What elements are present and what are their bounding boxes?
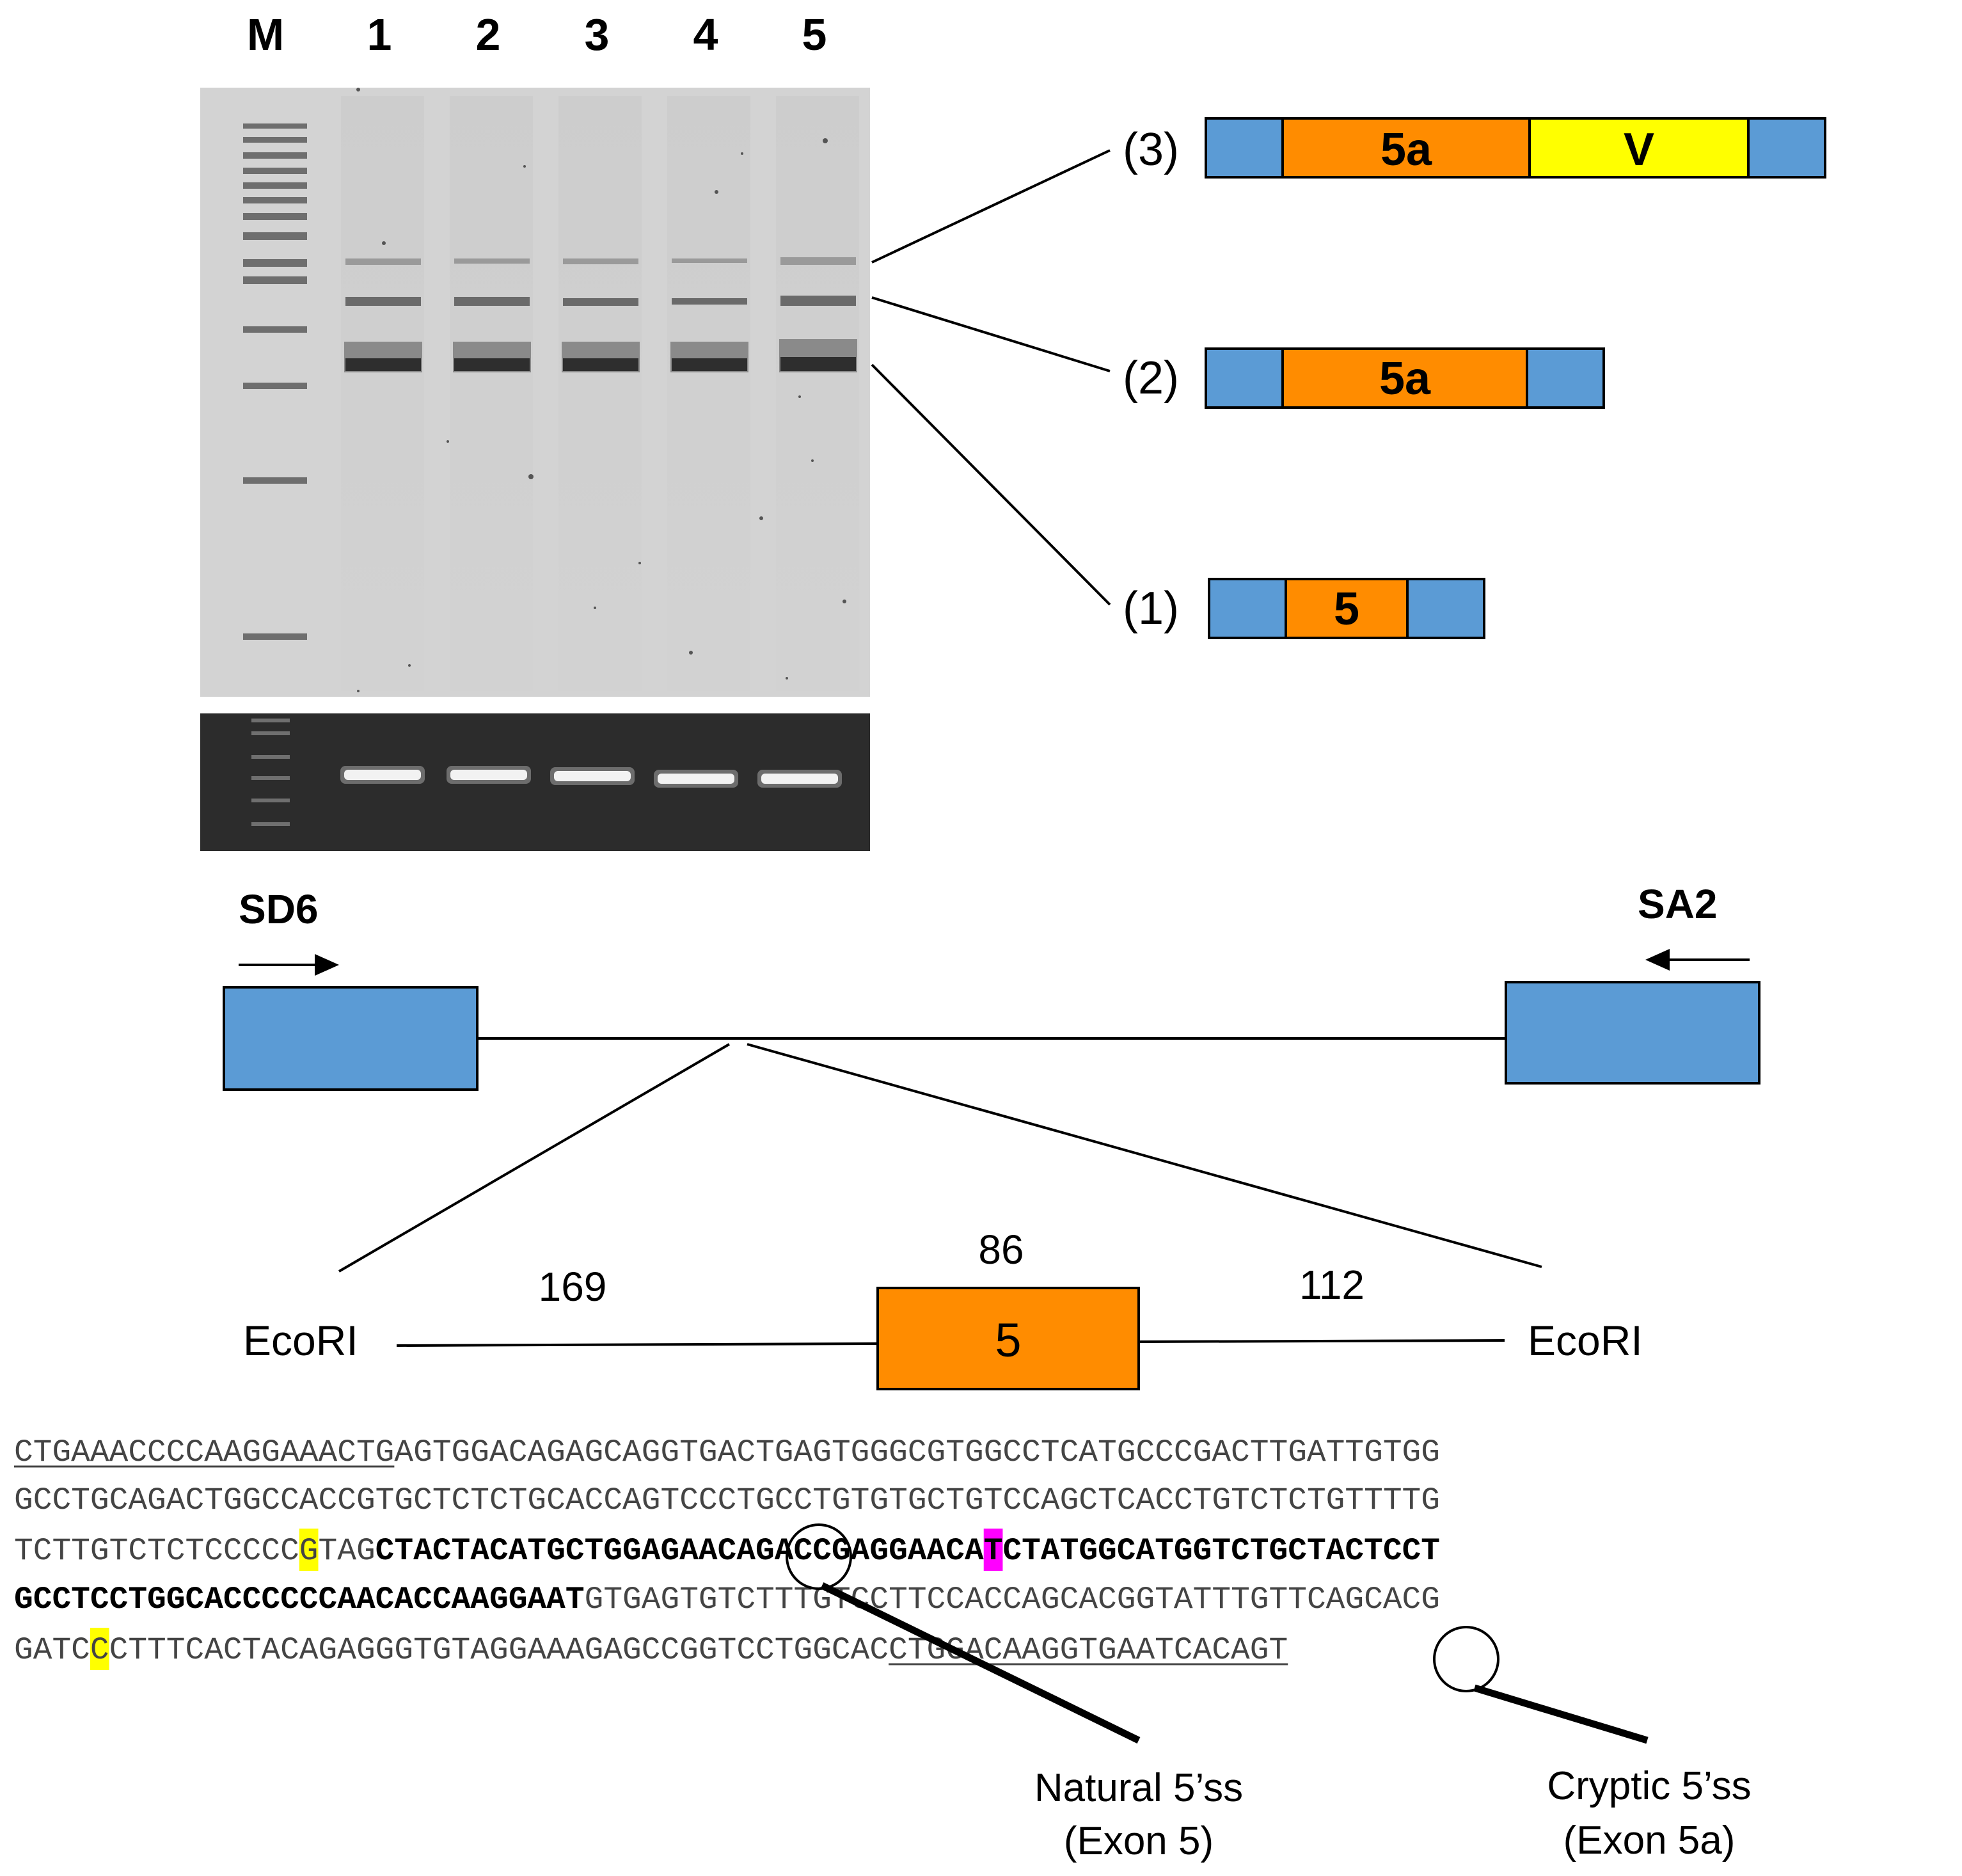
connector-band-2: [871, 296, 1111, 372]
downstream-exon-box: [1505, 981, 1760, 1085]
isoform-2: (2) 5a: [1123, 347, 1605, 409]
isoform-1-exon-5: [1285, 578, 1409, 639]
bands-isoform-1: [344, 339, 857, 372]
isoform-2-exon-5a: [1281, 347, 1528, 409]
lane-label-3: 3: [585, 10, 610, 60]
sample-lanes: [341, 96, 859, 691]
upper-gel: [200, 88, 870, 697]
primer-reverse-arrow: [1645, 949, 1750, 971]
sequence-segment: CTGAAACCCCAAGGAAACTG: [14, 1435, 394, 1470]
gel-background: [200, 88, 870, 697]
sequence-segment: CTATGGCATGGTCTGCTACTCCT: [1002, 1533, 1440, 1569]
primer-forward-arrow: [239, 954, 339, 976]
natural-ss-title: Natural 5’ss: [1034, 1766, 1243, 1810]
bands-isoform-3: [345, 257, 856, 265]
isoform-3-flank-left: [1205, 117, 1284, 179]
cryptic-ss-pointer: [1473, 1684, 1649, 1744]
sequence-segment: GCCTGCAGACTGGCCACCGTGCTCTCTGCACCAGTCCCTG…: [14, 1483, 1440, 1518]
lane-label-2: 2: [476, 10, 501, 60]
sequence-segment: CTTTCACTACAGAGGGTGTAGGAAAGAGCCGGTCCTGGCA…: [109, 1632, 889, 1668]
isoform-1: (1) 5: [1123, 578, 1485, 639]
lane-labels: M 1 2 3 4 5: [247, 10, 827, 60]
connector-band-1: [871, 363, 1111, 606]
isoform-3-label: (3): [1123, 124, 1179, 175]
lower-gel: [200, 713, 870, 851]
ecori-right-label: EcoRI: [1528, 1317, 1643, 1364]
isoform-2-exon-5a-label: 5a: [1379, 353, 1431, 404]
primer-reverse-label: SA2: [1638, 881, 1718, 927]
exon-5-label: 5: [995, 1314, 1021, 1367]
upstream-exon-box: [223, 986, 479, 1091]
sequence-segment: CTACTACATGCTGGAGAACAGACCGAGGAACA: [376, 1533, 984, 1569]
cryptic-ss-subtitle: (Exon 5a): [1563, 1818, 1736, 1863]
zoom-line-right: [747, 1043, 1542, 1268]
natural-ss-subtitle: (Exon 5): [1064, 1819, 1214, 1863]
isoform-1-label: (1): [1123, 583, 1179, 634]
sequence-highlight: [299, 1529, 319, 1571]
bands-isoform-2: [345, 296, 856, 306]
zoom-line-left: [338, 1043, 731, 1273]
isoform-1-exon-5-label: 5: [1334, 584, 1359, 635]
sequence-segment: AGTGGACAGAGCAGGTGACTGAGTGGGCGTGGCCTCATGC…: [394, 1435, 1440, 1470]
sequence-segment: TCTTGTCTCTCCCCC: [14, 1533, 299, 1569]
sequence-highlight: [983, 1529, 1003, 1571]
lane-label-1: 1: [367, 10, 392, 60]
lane-label-marker: M: [247, 10, 284, 60]
isoform-2-label: (2): [1123, 353, 1179, 404]
insert-line-left: [396, 1342, 878, 1347]
cryptic-ss-circle: [1433, 1626, 1499, 1692]
isoform-3-flank-right: [1747, 117, 1826, 179]
sequence-highlight: [90, 1628, 109, 1670]
isoform-3-exon-v-label: V: [1624, 124, 1654, 175]
length-right-intron: 112: [1299, 1262, 1365, 1308]
natural-ss-pointer: [820, 1582, 1141, 1744]
marker-ladder-dark: [251, 719, 290, 826]
sequence-segment: G: [299, 1533, 319, 1569]
primer-forward-label: SD6: [239, 886, 319, 932]
isoform-3: (3) 5a V: [1123, 117, 1826, 179]
sequence-segment: C: [90, 1632, 109, 1668]
sequence-segment: GATC: [14, 1632, 90, 1668]
gel-speckles: [356, 88, 846, 692]
insert-line-right: [1138, 1339, 1505, 1343]
isoform-3-exon-v: [1528, 117, 1750, 179]
cryptic-ss-title: Cryptic 5’ss: [1547, 1764, 1751, 1808]
sequence-segment: GCCTCCTGGCACCCCCCAACACCAAGGAAT: [14, 1582, 585, 1618]
minigene-construct: SD6 SA2 169 86 112 EcoRI EcoRI 5: [223, 881, 1760, 1390]
length-left-intron: 169: [539, 1264, 607, 1310]
connector-band-3: [871, 149, 1111, 264]
lane-label-4: 4: [693, 10, 718, 60]
isoform-3-exon-5a-label: 5a: [1381, 124, 1432, 175]
isoform-2-flank-right: [1526, 347, 1605, 409]
lane-label-5: 5: [802, 10, 827, 60]
sequence-segment: TAG: [319, 1533, 376, 1569]
exon-5-box: [876, 1287, 1140, 1390]
control-bands: [340, 766, 842, 788]
marker-ladder: [243, 123, 307, 640]
sequence-segment: GTGAGTGTCTTTGTCCTTCCACCAGCACGGTATTTGTTCA…: [585, 1582, 1440, 1618]
splice-site-callouts: Natural 5’ss (Exon 5) Cryptic 5’ss (Exon…: [786, 1523, 1752, 1863]
length-exon: 86: [978, 1227, 1024, 1273]
isoform-1-flank-left: [1208, 578, 1287, 639]
isoform-2-flank-left: [1205, 347, 1284, 409]
sequence-segment: T: [984, 1533, 1003, 1569]
band-connectors: [871, 149, 1111, 606]
isoform-1-flank-right: [1406, 578, 1485, 639]
ecori-left-label: EcoRI: [243, 1317, 358, 1364]
natural-ss-circle: [786, 1523, 852, 1590]
